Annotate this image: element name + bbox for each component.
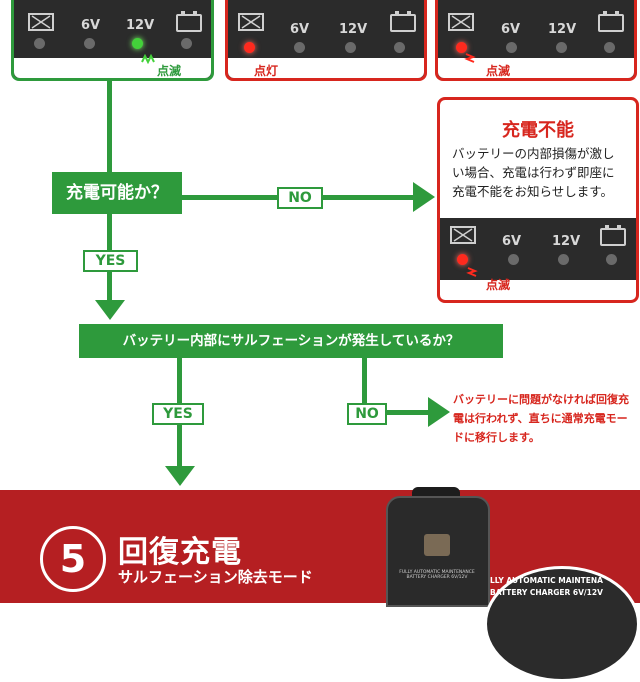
decision-text: バッテリー内部にサルフェーションが発生しているか？ bbox=[122, 333, 460, 349]
arrow-right-icon bbox=[428, 397, 450, 427]
normal-charge-note: バッテリーに問題がなければ回復充電は行われず、直ちに通常充電モードに移行します。 bbox=[453, 393, 629, 444]
arrow-right-icon bbox=[413, 182, 435, 212]
step-number: 5 bbox=[40, 526, 106, 592]
battery-error-icon bbox=[450, 226, 476, 244]
label-6v: 6V bbox=[501, 22, 521, 37]
led-12v bbox=[558, 254, 569, 265]
battery-error-icon bbox=[238, 13, 264, 31]
decision-text: 充電可能か？ bbox=[66, 183, 168, 203]
label-12v: 12V bbox=[126, 18, 155, 33]
state-label: 点滅 bbox=[486, 64, 511, 78]
led-error bbox=[244, 42, 255, 53]
fail-description: バッテリーの内部損傷が激しい場合、充電は行わず即座に充電不能をお知らせします。 bbox=[452, 146, 615, 199]
disk-text-line2: BATTERY CHARGER 6V/12V bbox=[490, 588, 603, 597]
label-12v: 12V bbox=[548, 22, 577, 37]
no-tag: NO bbox=[277, 187, 323, 209]
led-error bbox=[34, 38, 45, 49]
charger-logo bbox=[424, 534, 450, 556]
decision-sulfation: バッテリー内部にサルフェーションが発生しているか？ bbox=[79, 324, 503, 358]
led-12v bbox=[345, 42, 356, 53]
state-label: 点灯 bbox=[254, 64, 279, 78]
disk-text-line1: LLY AUTOMATIC MAINTENA bbox=[490, 576, 603, 585]
led-6v bbox=[506, 42, 517, 53]
flow-line-no bbox=[362, 358, 367, 412]
label-12v: 12V bbox=[552, 234, 581, 249]
charge-fail-card: 充電不能 バッテリーの内部損傷が激しい場合、充電は行わず即座に充電不能をお知らせ… bbox=[437, 97, 639, 303]
label-6v: 6V bbox=[502, 234, 522, 249]
yes-tag: YES bbox=[152, 403, 204, 425]
no-tag: NO bbox=[347, 403, 387, 425]
blink-icon bbox=[141, 54, 155, 64]
led-full bbox=[604, 42, 615, 53]
status-panel-ready: 6V 12V 点灯 bbox=[225, 0, 427, 81]
label-6v: 6V bbox=[81, 18, 101, 33]
led-6v bbox=[294, 42, 305, 53]
blink-icon bbox=[466, 267, 478, 277]
state-label: 点滅 bbox=[157, 64, 182, 78]
label-6v: 6V bbox=[290, 22, 310, 37]
arrow-down-icon bbox=[165, 466, 195, 486]
yes-tag: YES bbox=[83, 250, 138, 272]
status-panel-error: 6V 12V 点滅 bbox=[435, 0, 637, 81]
battery-icon bbox=[600, 225, 626, 246]
battery-icon bbox=[390, 11, 416, 32]
led-full bbox=[394, 42, 405, 53]
battery-icon bbox=[598, 11, 624, 32]
device-label: FULLY AUTOMATIC MAINTENANCE BATTERY CHAR… bbox=[399, 570, 475, 580]
led-12v bbox=[132, 38, 143, 49]
flow-line bbox=[107, 78, 112, 172]
decision-charge-possible: 充電可能か？ bbox=[52, 172, 182, 214]
arrow-down-icon bbox=[95, 300, 125, 320]
banner-subtitle: サルフェーション除去モード bbox=[118, 568, 313, 586]
battery-error-icon bbox=[448, 13, 474, 31]
battery-error-icon bbox=[28, 13, 54, 31]
battery-icon bbox=[176, 11, 202, 32]
led-error bbox=[457, 254, 468, 265]
status-panel-charging: 6V 12V 点滅 bbox=[11, 0, 214, 81]
led-12v bbox=[556, 42, 567, 53]
led-full bbox=[606, 254, 617, 265]
fail-title: 充電不能 bbox=[502, 120, 574, 141]
label-12v: 12V bbox=[339, 22, 368, 37]
led-6v bbox=[84, 38, 95, 49]
banner-title: 回復充電 bbox=[118, 535, 242, 570]
flow-line-no bbox=[362, 410, 432, 415]
led-full bbox=[181, 38, 192, 49]
blink-icon bbox=[464, 53, 476, 63]
state-label: 点滅 bbox=[486, 278, 511, 292]
led-6v bbox=[508, 254, 519, 265]
led-error bbox=[456, 42, 467, 53]
